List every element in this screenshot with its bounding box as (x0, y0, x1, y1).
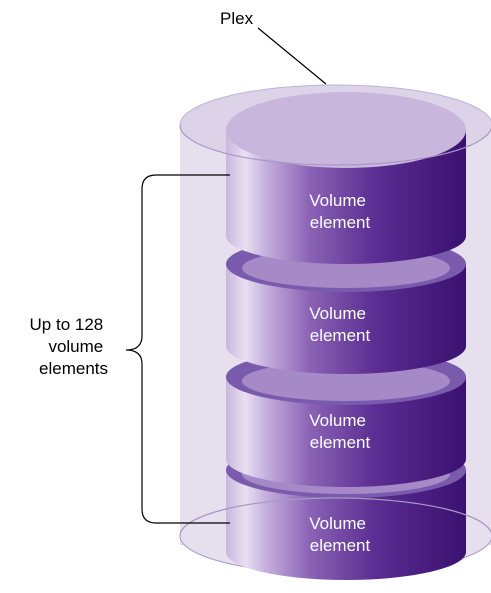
volume-element-label-4: Volume element (309, 514, 370, 555)
volume-element-3 (226, 349, 466, 487)
volume-element-label-1: Volume element (309, 191, 370, 232)
volume-element-stack (226, 92, 466, 580)
volume-element-1 (226, 92, 466, 264)
volume-element-label-2: Volume element (309, 304, 370, 345)
volume-element-label-3: Volume element (309, 411, 370, 452)
plex-callout: Plex (220, 9, 327, 85)
range-callout: Up to 128 volume elements (30, 174, 230, 524)
range-brace (125, 174, 230, 524)
plex-leader-line (257, 27, 327, 85)
element-labels: Volume element Volume element Volume ele… (309, 191, 370, 555)
range-label: Up to 128 volume elements (30, 315, 108, 378)
plex-label: Plex (220, 9, 254, 28)
plex-rims (179, 84, 491, 537)
